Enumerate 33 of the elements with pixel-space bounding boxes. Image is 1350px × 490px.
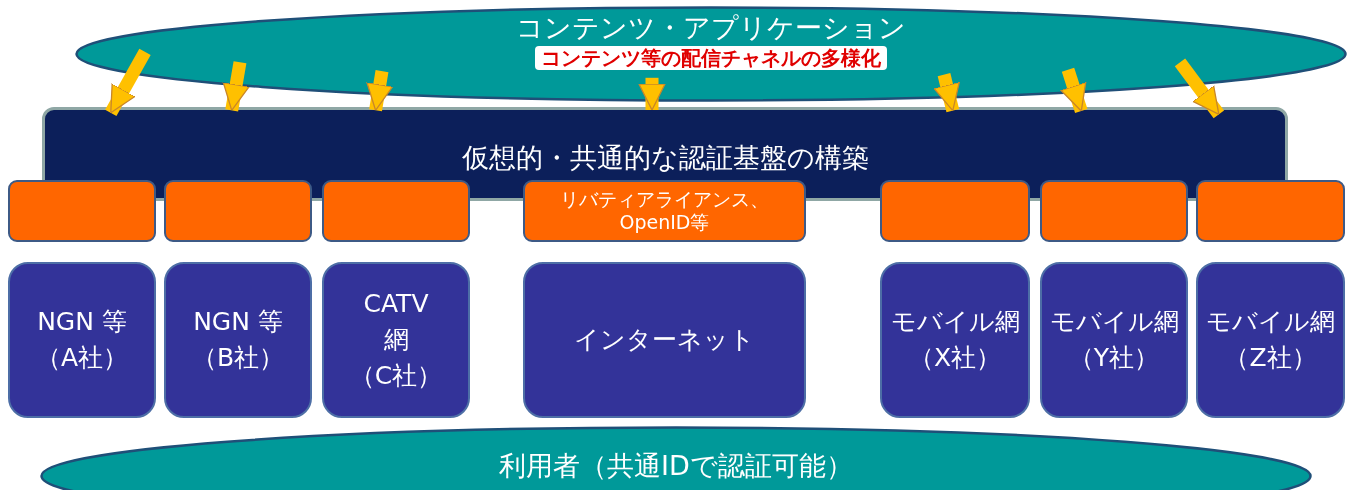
network-box <box>523 262 806 418</box>
subtitle-text: コンテンツ等の配信チャネルの多様化 <box>535 46 887 71</box>
thick-arrow <box>222 61 250 112</box>
network-box <box>1040 262 1188 418</box>
label-text: 利用者（共通IDで認証可能） <box>499 450 853 483</box>
label-text: 仮想的・共通的な認証基盤の構築 <box>461 141 869 174</box>
label-text: モバイル網（Y社） <box>1049 305 1179 374</box>
thick-arrow <box>1174 58 1225 119</box>
label-text: モバイル網（X社） <box>890 305 1020 374</box>
label-text: NGN 等（A社） <box>35 305 129 374</box>
network-box <box>1196 262 1345 418</box>
empty-box <box>322 180 470 242</box>
thick-arrow <box>933 73 960 113</box>
thick-arrow <box>366 70 394 112</box>
empty-box <box>164 180 312 242</box>
network-box <box>8 262 156 418</box>
network-box <box>164 262 312 418</box>
thick-arrow <box>1060 67 1088 114</box>
protocol-box <box>523 180 806 242</box>
label-text: CATV 網（C社） <box>349 287 443 393</box>
network-box <box>322 262 470 418</box>
empty-box <box>8 180 156 242</box>
label-text: リバティアライアンス、OpenID等 <box>559 188 770 234</box>
empty-box <box>1040 180 1188 242</box>
label-text: インターネット <box>574 323 755 356</box>
label-text: NGN 等（B社） <box>191 305 285 374</box>
ellipse-banner <box>75 6 1347 102</box>
thick-arrow <box>105 48 151 116</box>
empty-box <box>1196 180 1345 242</box>
empty-box <box>880 180 1030 242</box>
label-text: コンテンツ・アプリケーション <box>516 12 906 45</box>
network-box <box>880 262 1030 418</box>
label-text: モバイル網（Z社） <box>1206 305 1335 374</box>
